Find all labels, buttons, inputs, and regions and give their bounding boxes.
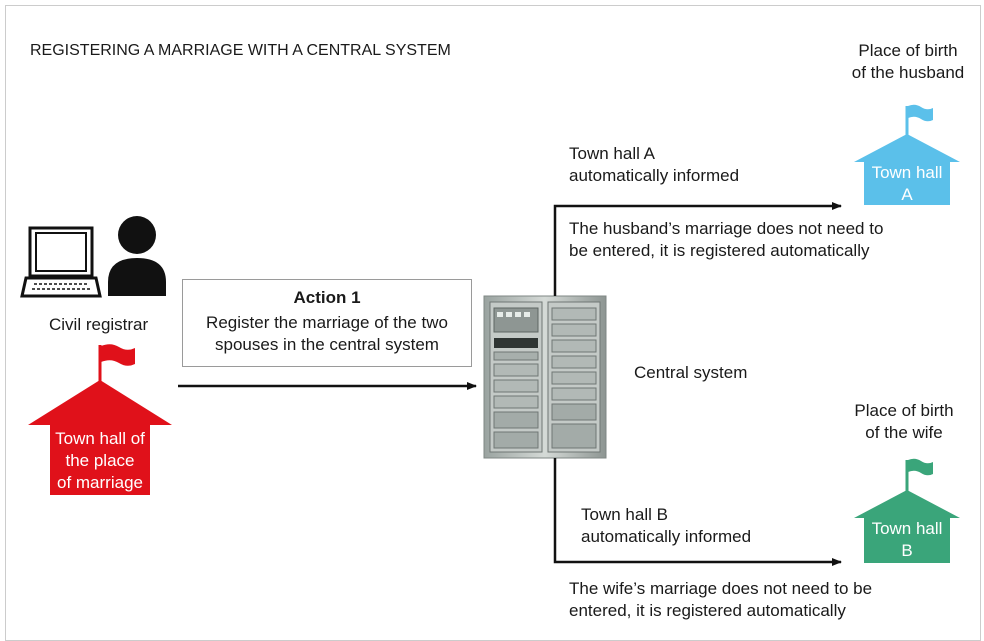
page-title: REGISTERING A MARRIAGE WITH A CENTRAL SY… <box>30 42 451 59</box>
wife-place-line: of the wife <box>865 423 943 442</box>
flag-icon <box>101 344 135 366</box>
town-hall-marriage-line: Town hall of <box>55 429 145 448</box>
town-hall-a-line: A <box>901 185 913 204</box>
husband-place-of-birth: Place of birth of the husband <box>838 40 978 84</box>
wife-note-line: entered, it is registered automatically <box>569 601 846 620</box>
house-icon-a <box>854 104 960 205</box>
action-description-line: Register the marriage of the two <box>206 313 448 332</box>
flag-icon <box>908 458 933 476</box>
action-description: Register the marriage of the two spouses… <box>183 312 471 356</box>
house-icon-b <box>854 458 960 563</box>
town-hall-marriage-line: of marriage <box>57 473 143 492</box>
wife-note-line: The wife’s marriage does not need to be <box>569 579 873 598</box>
husband-place-line: Place of birth <box>858 41 958 60</box>
arrow-icon-to-b <box>553 458 842 566</box>
wife-place-of-birth: Place of birth of the wife <box>834 400 974 444</box>
town-hall-marriage-line: the place <box>65 451 135 470</box>
town-hall-b-informed-line: Town hall B <box>581 505 668 524</box>
husband-note-line: The husband’s marriage does not need to <box>569 219 884 238</box>
house-icon-marriage <box>28 344 172 495</box>
husband-place-line: of the husband <box>851 63 965 82</box>
action-title: Action 1 <box>293 288 361 307</box>
wife-note: The wife’s marriage does not need to be … <box>569 578 872 622</box>
town-hall-a-informed: Town hall A automatically informed <box>569 143 739 187</box>
town-hall-a-informed-line: automatically informed <box>569 166 740 185</box>
civil-registrar-label: Civil registrar <box>49 315 149 334</box>
action-box: Action 1 Register the marriage of the tw… <box>182 279 472 367</box>
town-hall-b-informed: Town hall B automatically informed <box>581 504 751 548</box>
husband-note: The husband’s marriage does not need to … <box>569 218 883 262</box>
flag-icon <box>908 104 933 122</box>
action-description-line: spouses in the central system <box>215 335 439 354</box>
town-hall-b-informed-line: automatically informed <box>581 527 752 546</box>
husband-note-line: be entered, it is registered automatical… <box>569 241 870 260</box>
town-hall-a-line: Town hall <box>871 163 943 182</box>
town-hall-b-line: B <box>901 541 913 560</box>
town-hall-b-line: Town hall <box>871 519 943 538</box>
computer-icon <box>20 226 102 298</box>
central-system-label: Central system <box>634 363 748 382</box>
town-hall-marriage-label: Town hall of the place of marriage <box>50 428 150 494</box>
wife-place-line: Place of birth <box>854 401 954 420</box>
server-rack-icon <box>483 295 607 459</box>
person-icon <box>108 216 166 296</box>
town-hall-b-label: Town hall B <box>864 518 950 562</box>
town-hall-a-informed-line: Town hall A <box>569 144 655 163</box>
town-hall-a-label: Town hall A <box>864 162 950 206</box>
arrow-icon-to-a <box>553 202 842 296</box>
